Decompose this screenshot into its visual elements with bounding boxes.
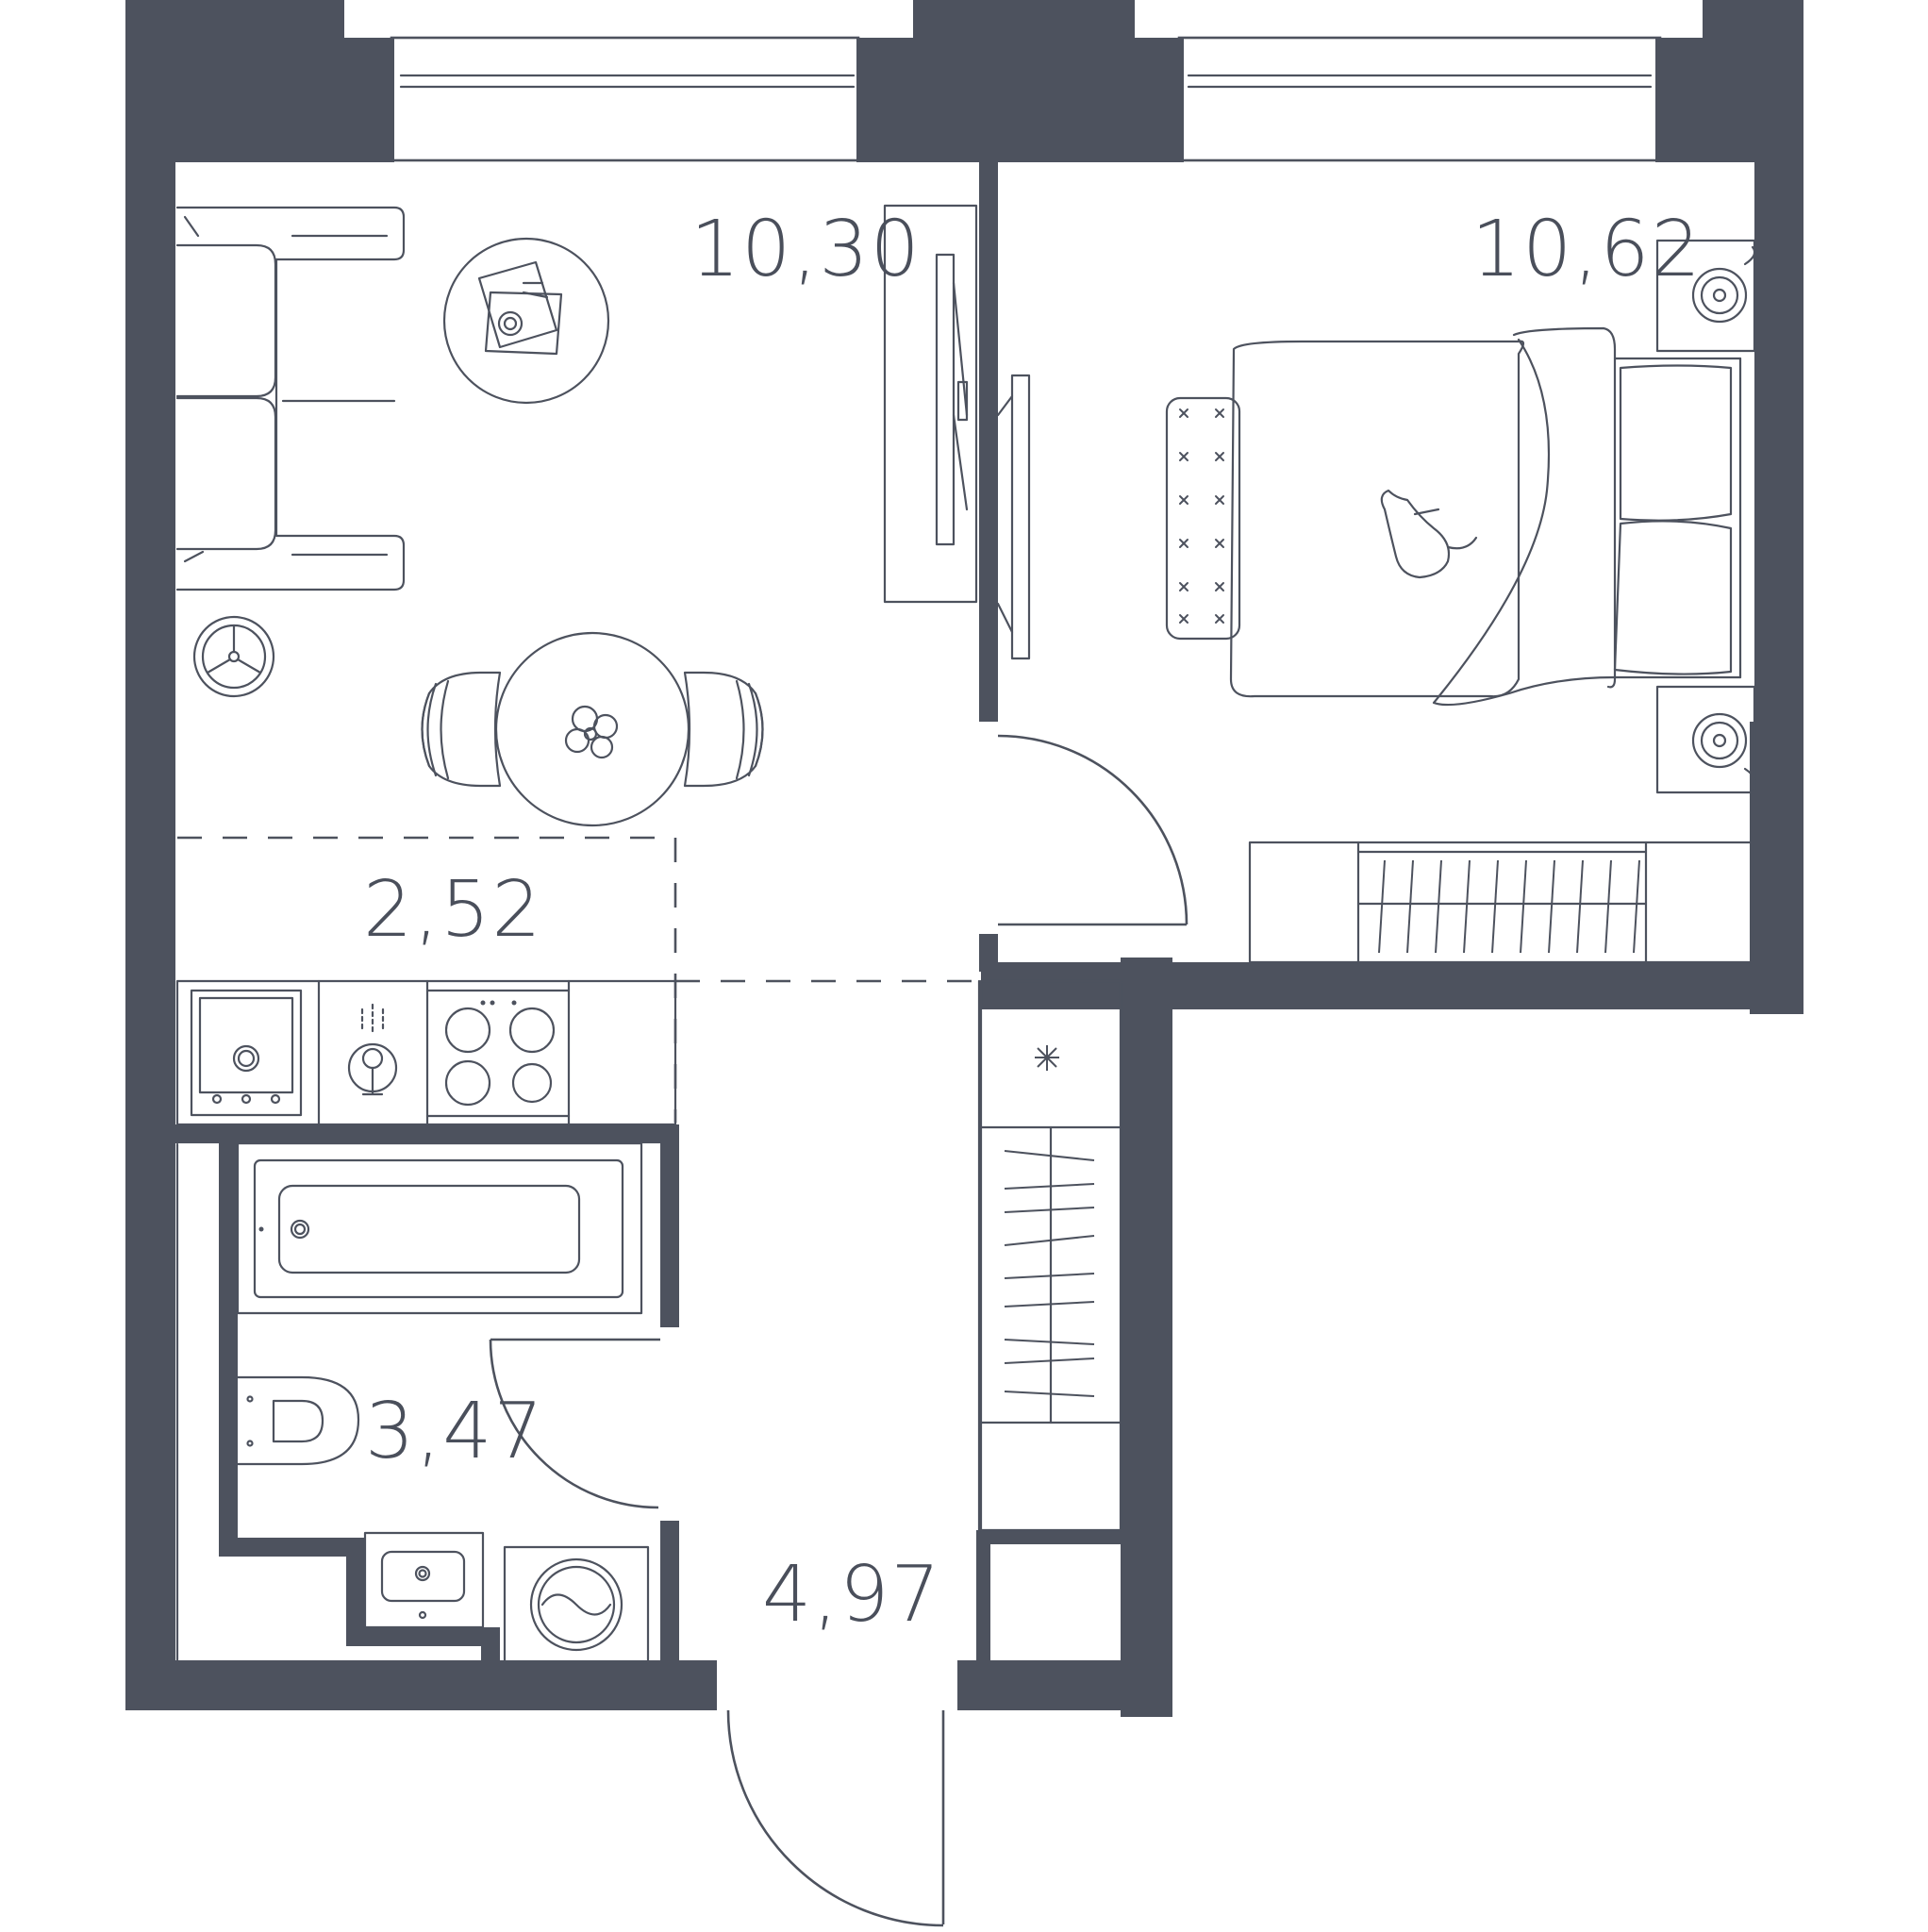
tv-stand [883, 204, 978, 604]
dishwasher [347, 1003, 398, 1096]
wall-bath-right-lower [660, 1521, 679, 1667]
area-living-room: 10,30 [690, 205, 922, 294]
walls [125, 0, 1803, 1717]
doors [489, 734, 1188, 1927]
wall-hall-right [1121, 981, 1172, 1717]
dining-table [421, 631, 764, 827]
wall-pier-top-middle-step-right [1132, 38, 1184, 162]
wall-bottom-right [957, 1660, 1172, 1710]
washing-machine [503, 1545, 650, 1664]
wall-pier-top-middle-step [856, 38, 915, 162]
bathroom-furniture [236, 1141, 650, 1664]
area-bedroom: 10,62 [1471, 205, 1703, 294]
wall-bath-right-upper [660, 1124, 679, 1327]
wall-bath-left [219, 1124, 238, 1554]
side-table [192, 615, 275, 698]
area-hallway: 4,97 [762, 1550, 942, 1640]
wall-partition-upper [979, 156, 998, 722]
area-bathroom: 3,47 [365, 1387, 545, 1476]
structure-lines [175, 979, 981, 1662]
bedroom-tv [996, 374, 1031, 660]
windows [390, 36, 1662, 162]
snowflake-icon [1035, 1045, 1059, 1071]
wall-bedroom-bottom [981, 962, 1803, 1009]
wall-closet-left [976, 1530, 990, 1672]
wall-top-strip-left [125, 156, 391, 162]
bedroom-furniture [996, 239, 1756, 964]
wall-top-strip-right [1660, 156, 1803, 162]
kitchen-furniture [175, 979, 677, 1126]
toilet [236, 1375, 360, 1466]
hob [444, 1000, 556, 1107]
bathtub [236, 1141, 643, 1315]
wall-pier-top-right-step [1655, 38, 1707, 162]
nightstand-top [1655, 239, 1756, 353]
wall-pier-top-left [125, 0, 344, 162]
wall-pier-top-middle [913, 0, 1135, 162]
kitchen-sink [190, 989, 303, 1117]
area-labels: 10,30 10,62 2,52 3,47 4,97 [363, 205, 1703, 1640]
window-bedroom [1177, 36, 1662, 162]
coffee-table [442, 237, 610, 405]
hallway-wardrobe [979, 979, 1122, 1532]
living-room-furniture [175, 204, 978, 827]
door-bedroom [997, 734, 1188, 926]
door-bathroom [489, 1338, 660, 1509]
bed [1229, 326, 1742, 707]
wall-pier-top-left-step [344, 38, 394, 162]
nightstand-bottom [1655, 685, 1756, 794]
wall-bath-bottom [219, 1538, 365, 1557]
wall-left [125, 156, 175, 1710]
wall-closet-top [976, 1530, 1172, 1544]
wardrobe-bedroom [1248, 841, 1753, 964]
wall-bath-sink-left [346, 1538, 365, 1646]
wall-bottom-left [125, 1660, 717, 1710]
wall-bath-sink-right [481, 1627, 500, 1665]
window-living [390, 36, 860, 162]
bench [1165, 396, 1241, 641]
door-entrance [726, 1709, 945, 1927]
wall-partition-lower [979, 934, 998, 972]
wall-bath-top [175, 1124, 675, 1143]
wall-bedroom-bottom-bump [1121, 958, 1172, 969]
washbasin [363, 1531, 485, 1629]
area-kitchen: 2,52 [363, 865, 543, 955]
wall-pier-top-right [1703, 0, 1803, 162]
sofa [175, 206, 406, 591]
wall-bath-sink-bottom [346, 1627, 499, 1646]
